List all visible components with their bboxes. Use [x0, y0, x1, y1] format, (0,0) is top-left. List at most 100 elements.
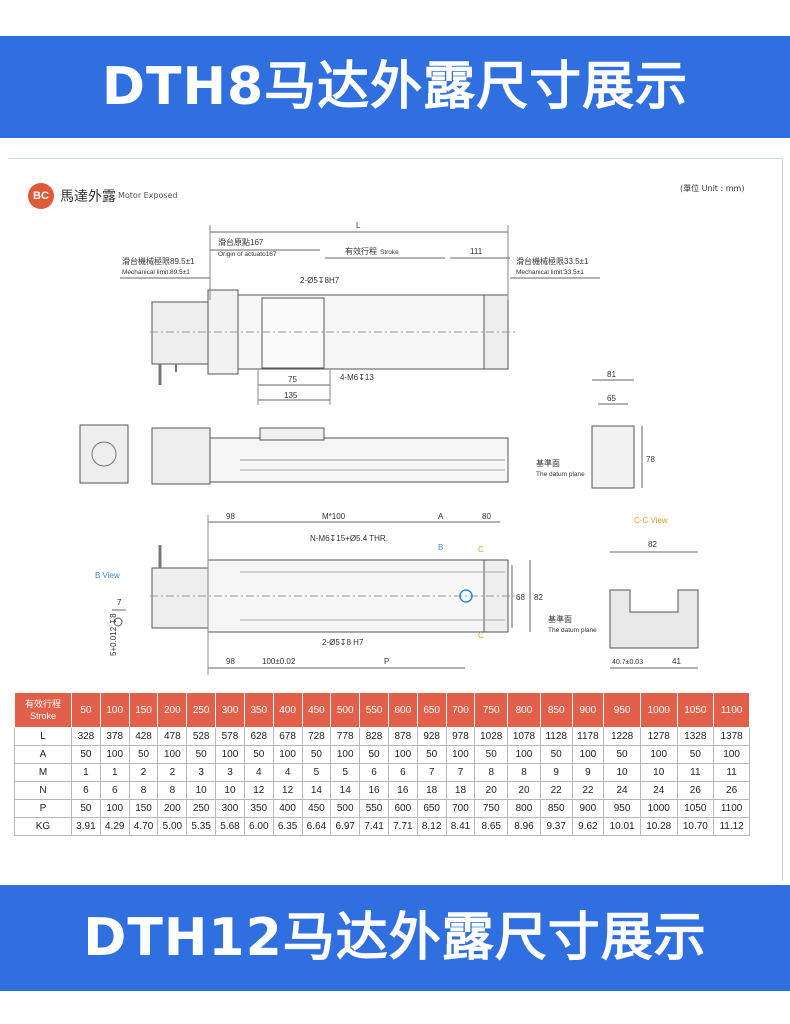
table-cell: 50 — [416, 745, 447, 764]
row-label: M — [14, 763, 72, 782]
table-cell: 700 — [445, 799, 476, 818]
table-cell: 10.70 — [676, 817, 715, 836]
table-cell: 550 — [359, 799, 389, 818]
row-label: KG — [14, 817, 72, 836]
table-cell: 5.00 — [157, 817, 188, 836]
table-cell: 5 — [301, 763, 332, 782]
table-cell: 12 — [243, 781, 274, 800]
row-label: L — [14, 727, 72, 746]
stroke-column-header: 50 — [71, 692, 101, 728]
table-cell: 18 — [445, 781, 476, 800]
table-cell: 578 — [215, 727, 245, 746]
table-cell: 100 — [445, 745, 476, 764]
table-cell: 1078 — [507, 727, 541, 746]
table-cell: 4 — [272, 763, 303, 782]
stroke-column-header: 700 — [445, 692, 476, 728]
stroke-column-header: 1100 — [713, 692, 750, 728]
table-cell: 800 — [507, 799, 541, 818]
table-cell: 950 — [603, 799, 641, 818]
table-cell: 7 — [445, 763, 476, 782]
table-cell: 778 — [330, 727, 361, 746]
bc-logo-badge: BC — [28, 183, 54, 209]
table-cell: 4 — [243, 763, 274, 782]
table-cell: 100 — [571, 745, 605, 764]
table-cell: 9.62 — [571, 817, 605, 836]
table-cell: 50 — [539, 745, 573, 764]
table-cell: 6 — [71, 781, 101, 800]
table-cell: 10.28 — [639, 817, 678, 836]
table-cell: 100 — [157, 745, 188, 764]
stroke-column-header: 600 — [387, 692, 418, 728]
table-cell: 100 — [330, 745, 361, 764]
table-cell: 9 — [571, 763, 605, 782]
table-cell: 24 — [639, 781, 678, 800]
table-cell: 8 — [474, 763, 509, 782]
table-cell: 6 — [359, 763, 389, 782]
stroke-column-header: 800 — [507, 692, 541, 728]
table-cell: 6.97 — [330, 817, 361, 836]
table-cell: 6.00 — [243, 817, 274, 836]
stroke-column-header: 350 — [243, 692, 274, 728]
table-cell: 50 — [359, 745, 389, 764]
table-cell: 100 — [99, 799, 130, 818]
table-cell: 100 — [99, 745, 130, 764]
section-title-zh: 馬達外露 — [60, 189, 116, 205]
table-cell: 7 — [416, 763, 447, 782]
table-cell: 5 — [330, 763, 361, 782]
table-cell: 1228 — [603, 727, 641, 746]
table-cell: 11 — [713, 763, 750, 782]
table-cell: 1100 — [713, 799, 750, 818]
table-cell: 328 — [71, 727, 101, 746]
stroke-header-cell: 有效行程 Stroke — [14, 692, 72, 728]
table-cell: 650 — [416, 799, 447, 818]
table-cell: 4.70 — [128, 817, 159, 836]
table-cell: 50 — [474, 745, 509, 764]
table-cell: 828 — [359, 727, 389, 746]
table-cell: 18 — [416, 781, 447, 800]
stroke-column-header: 650 — [416, 692, 447, 728]
table-cell: 100 — [713, 745, 750, 764]
table-cell: 100 — [215, 745, 245, 764]
table-cell: 20 — [507, 781, 541, 800]
table-cell: 26 — [713, 781, 750, 800]
table-cell: 10 — [603, 763, 641, 782]
table-cell: 50 — [301, 745, 332, 764]
table-cell: 9.37 — [539, 817, 573, 836]
table-cell: 1000 — [639, 799, 678, 818]
table-cell: 750 — [474, 799, 509, 818]
table-cell: 928 — [416, 727, 447, 746]
stroke-column-header: 1050 — [676, 692, 715, 728]
table-cell: 2 — [157, 763, 188, 782]
table-cell: 50 — [676, 745, 715, 764]
stroke-column-header: 200 — [157, 692, 188, 728]
stroke-column-header: 750 — [474, 692, 509, 728]
stroke-column-header: 250 — [186, 692, 217, 728]
table-cell: 8 — [157, 781, 188, 800]
table-cell: 1178 — [571, 727, 605, 746]
table-cell: 3.91 — [71, 817, 101, 836]
table-cell: 6 — [99, 781, 130, 800]
table-cell: 4.29 — [99, 817, 130, 836]
table-cell: 22 — [539, 781, 573, 800]
table-cell: 100 — [639, 745, 678, 764]
table-cell: 6 — [387, 763, 418, 782]
unit-label: (單位 Unit : mm) — [680, 184, 745, 193]
table-cell: 100 — [387, 745, 418, 764]
stroke-column-header: 300 — [215, 692, 245, 728]
stroke-column-header: 450 — [301, 692, 332, 728]
stroke-column-header: 850 — [539, 692, 573, 728]
table-cell: 678 — [272, 727, 303, 746]
table-cell: 450 — [301, 799, 332, 818]
table-cell: 7.41 — [359, 817, 389, 836]
table-cell: 3 — [215, 763, 245, 782]
table-cell: 8.65 — [474, 817, 509, 836]
table-cell: 26 — [676, 781, 715, 800]
table-cell: 1 — [71, 763, 101, 782]
table-cell: 978 — [445, 727, 476, 746]
table-cell: 850 — [539, 799, 573, 818]
table-cell: 1278 — [639, 727, 678, 746]
table-cell: 50 — [71, 745, 101, 764]
table-cell: 11 — [676, 763, 715, 782]
